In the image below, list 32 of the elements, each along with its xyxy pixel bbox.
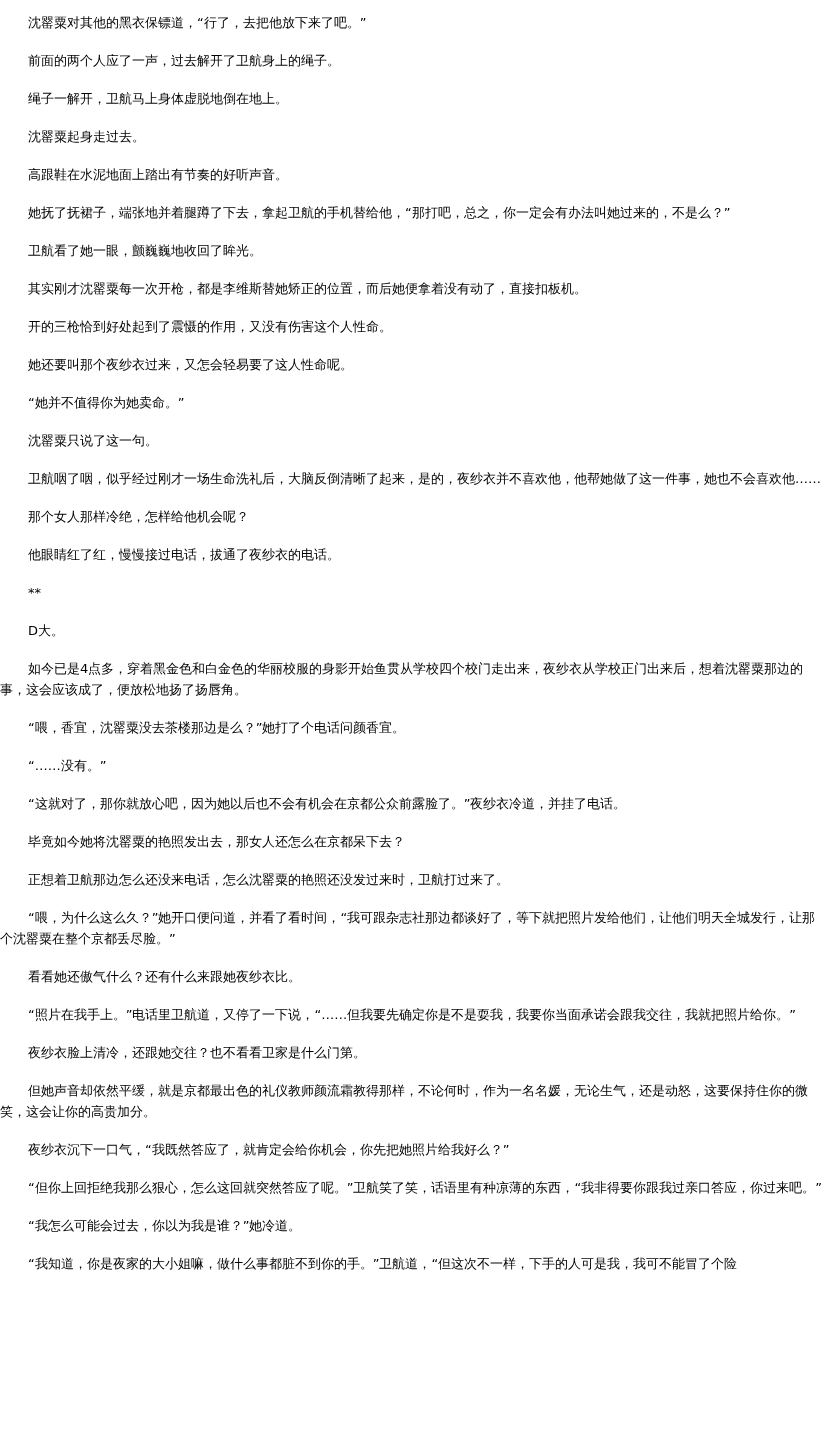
paragraph: “……没有。”: [27, 757, 108, 775]
paragraph: “喂，为什么这么久？”她开口便问道，并看了看时间，“我可跟杂志社那边都谈好了，等下就把照片发给他们，让他们明天全城发行，让那个沈罂粟在整个京都丢尽脸。”: [0, 909, 817, 948]
paragraph: “我怎么可能会过去，你以为我是谁？”她冷道。: [27, 1217, 303, 1235]
paragraph: 卫航咽了咽，似乎经过刚才一场生命洗礼后，大脑反倒清晰了起来，是的，夜纱衣并不喜欢他，他帮她做了这一件事，她也不会喜欢他……: [27, 470, 822, 488]
paragraph: 看看她还傲气什么？还有什么来跟她夜纱衣比。: [27, 968, 302, 986]
paragraph: **: [27, 584, 42, 602]
paragraph: 沈罂粟只说了这一句。: [27, 432, 159, 450]
paragraph: D大。: [27, 622, 65, 640]
paragraph: 她还要叫那个夜纱衣过来，又怎会轻易要了这人性命呢。: [27, 356, 354, 374]
paragraph: “喂，香宜，沈罂粟没去茶楼那边是么？”她打了个电话问颜香宜。: [27, 719, 407, 737]
paragraph: 绳子一解开，卫航马上身体虚脱地倒在地上。: [27, 90, 289, 108]
paragraph: “她并不值得你为她卖命。”: [27, 394, 186, 412]
paragraph: 夜纱衣沉下一口气，“我既然答应了，就肯定会给你机会，你先把她照片给我好么？”: [27, 1141, 511, 1159]
paragraph: 那个女人那样冷绝，怎样给他机会呢？: [27, 508, 250, 526]
paragraph: 前面的两个人应了一声，过去解开了卫航身上的绳子。: [27, 52, 341, 70]
paragraph: 但她声音却依然平缓，就是京都最出色的礼仪教师颜流霜教得那样，不论何时，作为一名名媛，无论生气，还是动怒，这要保持住你的微笑，这会让你的高贵加分。: [0, 1082, 809, 1121]
paragraph: 如今已是4点多，穿着黑金色和白金色的华丽校服的身影开始鱼贯从学校四个校门走出来，夜纱衣从学校正门出来后，想着沈罂粟那边的事，这会应该成了，便放松地扬了扬唇角。: [0, 660, 805, 699]
paragraph: 毕竟如今她将沈罂粟的艳照发出去，那女人还怎么在京都呆下去？: [27, 833, 406, 851]
paragraph: 沈罂粟对其他的黑衣保镖道，“行了，去把他放下来了吧。”: [27, 14, 368, 32]
paragraph: 正想着卫航那边怎么还没来电话，怎么沈罂粟的艳照还没发过来时，卫航打过来了。: [27, 871, 510, 889]
paragraph: “照片在我手上。”电话里卫航道，又停了一下说，“……但我要先确定你是不是耍我，我要你当面承诺会跟我交往，我就把照片给你。”: [27, 1006, 797, 1024]
paragraph: 沈罂粟起身走过去。: [27, 128, 146, 146]
paragraph: “这就对了，那你就放心吧，因为她以后也不会有机会在京都公众前露脸了。”夜纱衣冷道，并挂了电话。: [27, 795, 628, 813]
paragraph: 其实刚才沈罂粟每一次开枪，都是李维斯替她矫正的位置，而后她便拿着没有动了，直接扣板机。: [27, 280, 588, 298]
paragraph: 开的三枪恰到好处起到了震慑的作用，又没有伤害这个人性命。: [27, 318, 393, 336]
paragraph: 卫航看了她一眼，颤巍巍地收回了眸光。: [27, 242, 263, 260]
paragraph: “我知道，你是夜家的大小姐嘛，做什么事都脏不到你的手。”卫航道，“但这次不一样，下手的人可是我，我可不能冒了个险: [27, 1255, 739, 1273]
paragraph: “但你上回拒绝我那么狠心，怎么这回就突然答应了呢。”卫航笑了笑，话语里有种凉薄的东西，“我非得要你跟我过亲口答应，你过来吧。”: [27, 1179, 823, 1197]
paragraph: 她抚了抚裙子，端张地并着腿蹲了下去，拿起卫航的手机替给他，“那打吧，总之，你一定会有办法叫她过来的，不是么？”: [27, 204, 732, 222]
paragraph: 高跟鞋在水泥地面上踏出有节奏的好听声音。: [27, 166, 289, 184]
paragraph: 夜纱衣脸上清冷，还跟她交往？也不看看卫家是什么门第。: [27, 1044, 367, 1062]
paragraph: 他眼睛红了红，慢慢接过电话，拔通了夜纱衣的电话。: [27, 546, 341, 564]
